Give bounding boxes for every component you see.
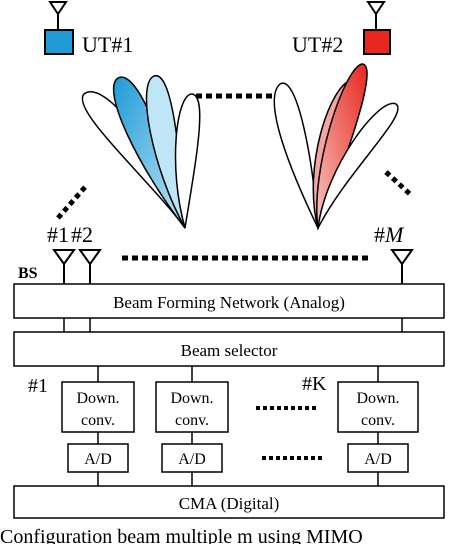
downconv-to-adc-lines — [97, 432, 379, 444]
antenna-2-label: #2 — [71, 222, 93, 247]
adc-1-label: A/D — [84, 451, 112, 468]
bs-label: BS — [18, 265, 38, 282]
selector-label: Beam selector — [181, 341, 278, 360]
downconv-k-line1: Down. — [356, 390, 399, 407]
adc-1: A/D — [67, 443, 129, 473]
downconv-2-line1: Down. — [170, 390, 213, 407]
antenna-icon — [390, 249, 414, 284]
adc-k: A/D — [347, 443, 409, 473]
downconv-1-line1: Down. — [76, 390, 119, 407]
chain-k-label: #K — [302, 373, 327, 395]
user-terminal-2: UT#2 — [292, 1, 391, 57]
downconv-k: Down. conv. — [337, 381, 419, 433]
beam-lobes-blue — [81, 75, 201, 229]
ut2-terminal-icon — [363, 29, 391, 55]
dots-right-diagonal — [384, 170, 414, 198]
user-terminal-1: UT#1 — [44, 1, 133, 57]
ut1-terminal-icon — [44, 29, 74, 55]
bfn-block — [13, 283, 445, 319]
adc-2: A/D — [161, 443, 223, 473]
antenna-icon — [52, 249, 76, 284]
cma-label: CMA (Digital) — [179, 494, 280, 513]
bfn-to-selector-lines — [63, 318, 403, 332]
selector-block — [13, 331, 445, 367]
bfn-label: Beam Forming Network (Analog) — [113, 293, 345, 312]
selector-to-downconv-lines — [97, 366, 379, 382]
ut2-antenna-icon — [366, 1, 386, 30]
chain-1-label: #1 — [28, 375, 48, 397]
beam-lobe — [174, 93, 201, 229]
downconv-2: Down. conv. — [155, 381, 229, 433]
adc-k-label: A/D — [364, 451, 392, 468]
downconv-1-line2: conv. — [81, 412, 115, 429]
beam-lobe — [317, 102, 399, 229]
ut1-antenna-icon — [48, 1, 68, 30]
antenna-1-label: #1 — [47, 222, 69, 247]
downconv-1: Down. conv. — [61, 381, 135, 433]
cma-block — [13, 485, 445, 519]
beam-lobe — [273, 82, 319, 229]
bs-antenna-icons — [52, 249, 414, 284]
dots-left-diagonal — [56, 184, 88, 220]
downconv-2-line2: conv. — [175, 412, 209, 429]
adc-to-cma-lines — [97, 472, 379, 486]
ut2-label: UT#2 — [292, 32, 343, 57]
adc-2-label: A/D — [178, 451, 206, 468]
ut1-label: UT#1 — [82, 32, 133, 57]
figure-caption: Configuration beam multiple m using MIMO — [0, 526, 363, 544]
antenna-m-label: #M — [374, 222, 405, 247]
antenna-icon — [78, 249, 102, 284]
downconv-k-line2: conv. — [361, 412, 395, 429]
beam-lobes-red — [273, 63, 399, 231]
